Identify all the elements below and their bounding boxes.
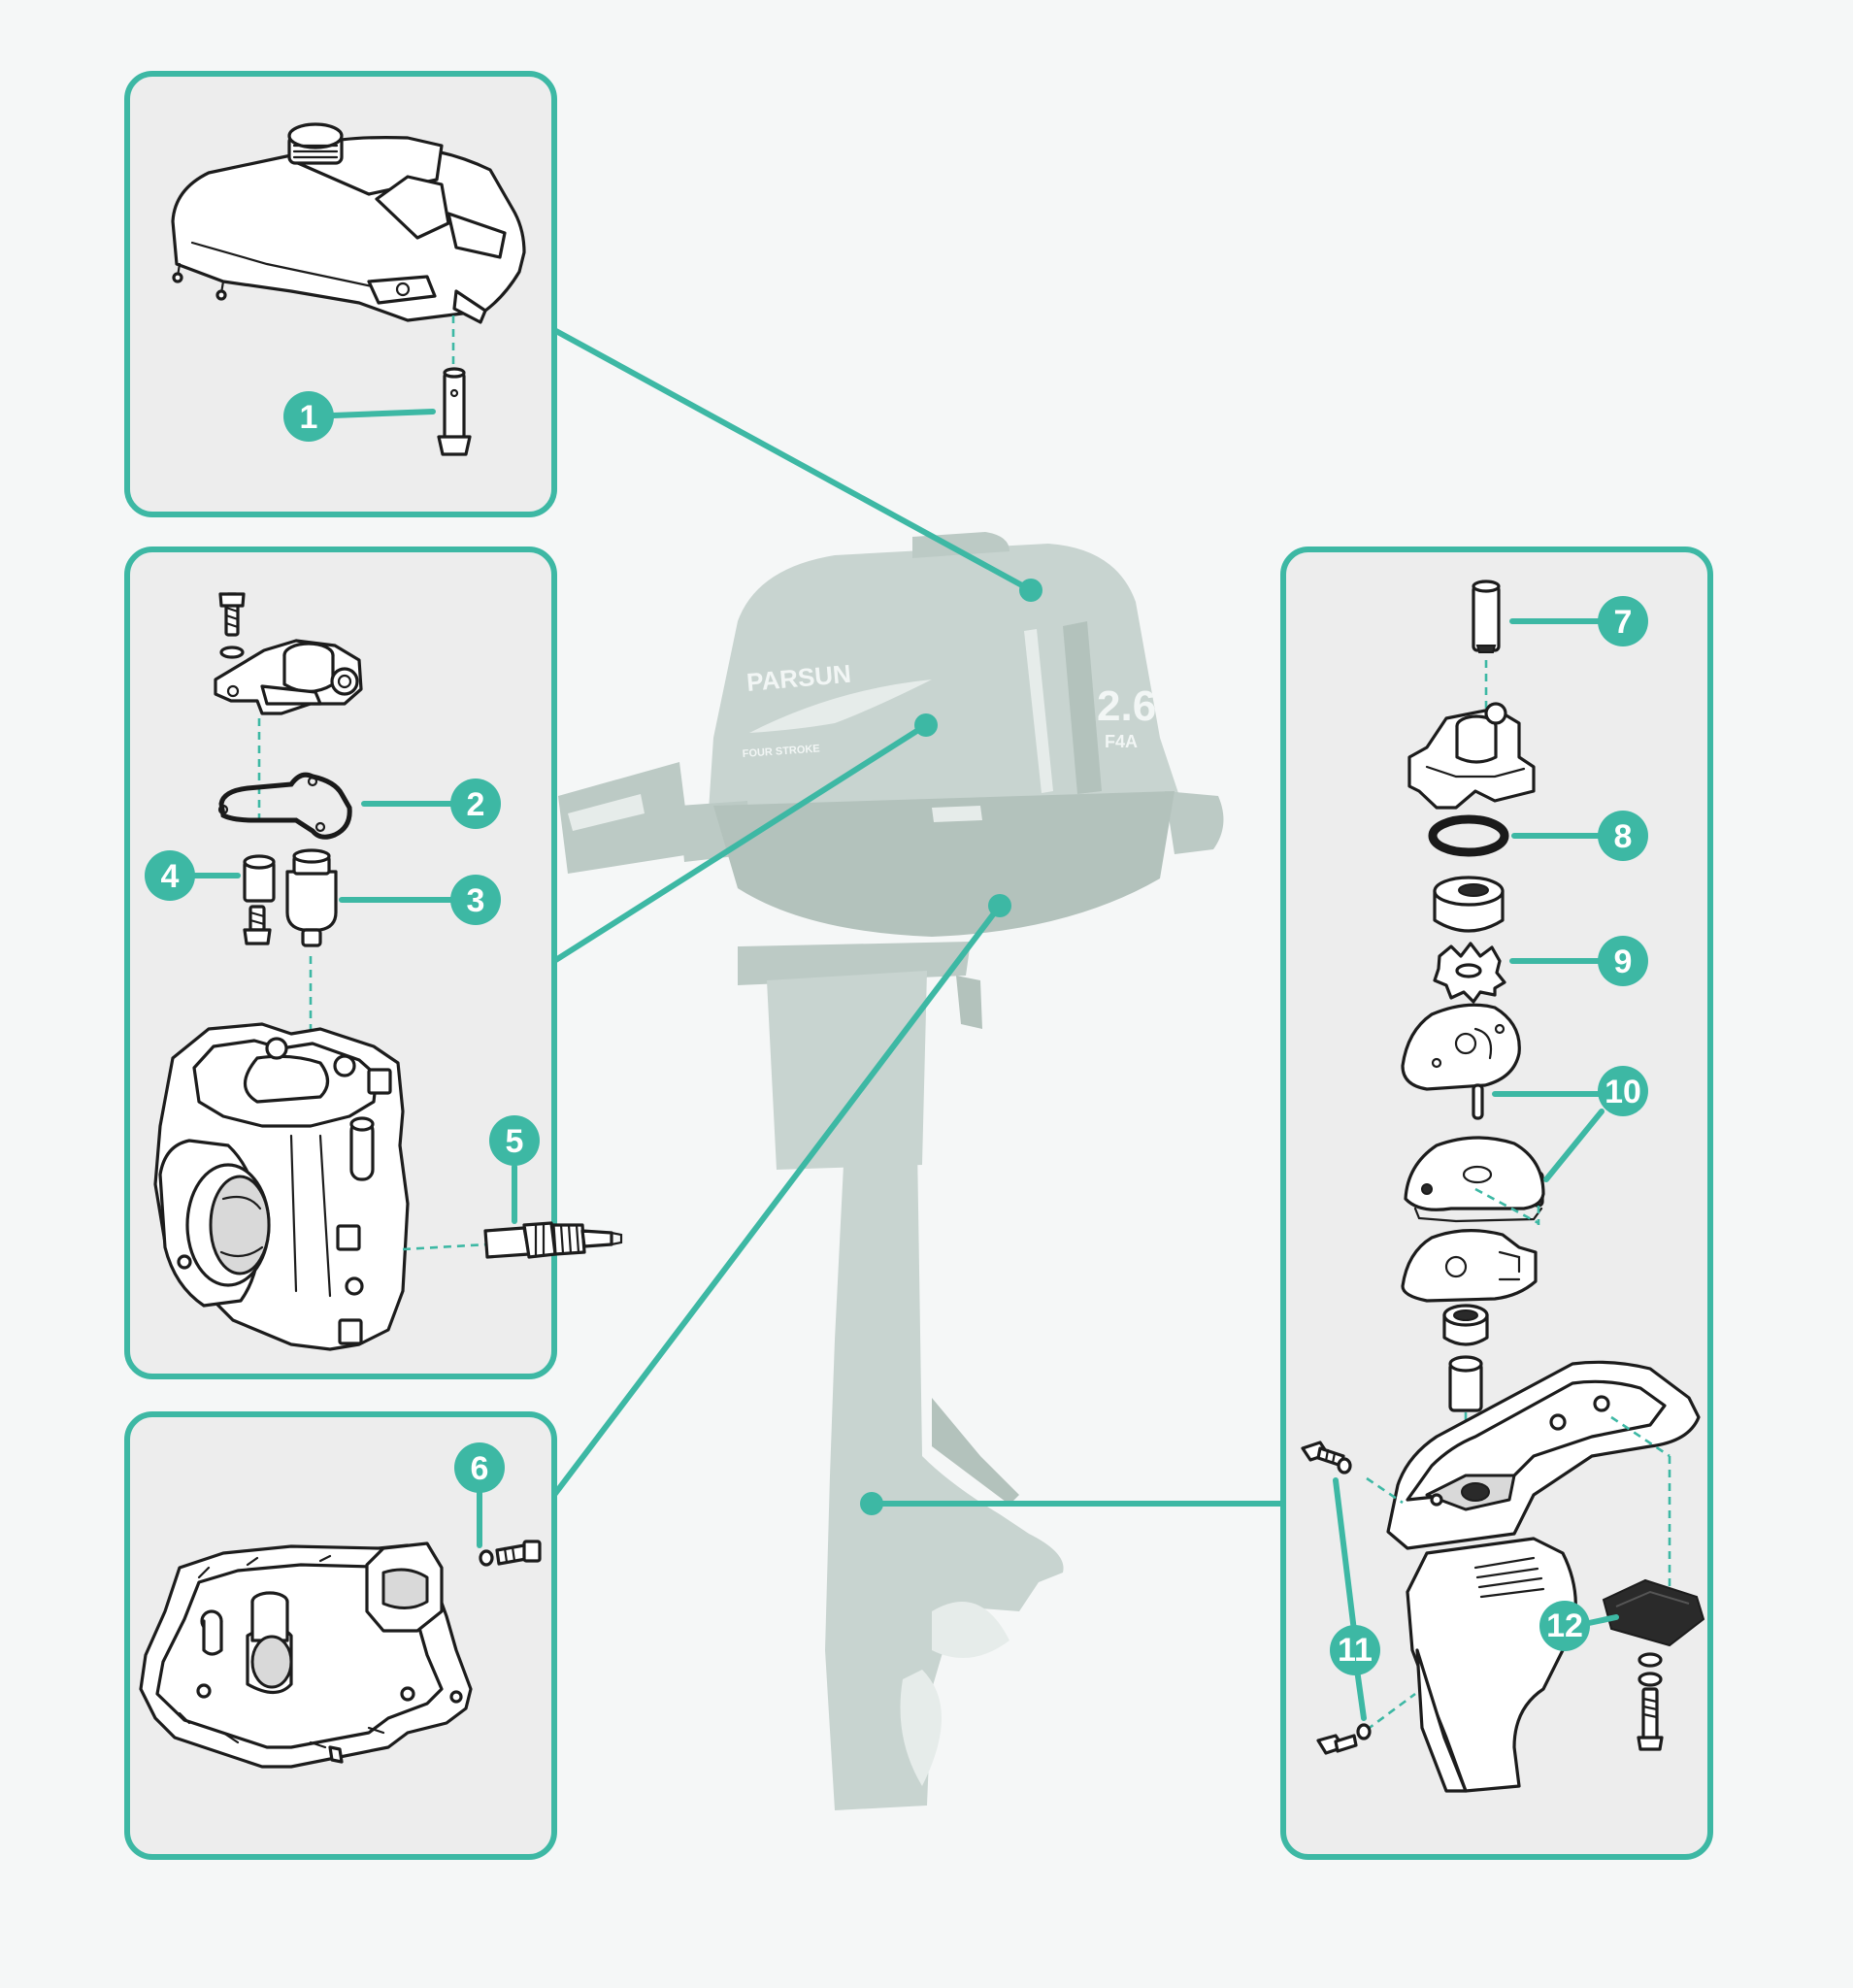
callout-label: 11 <box>1338 1632 1373 1669</box>
callout-5: 5 <box>489 1115 540 1166</box>
callout-label: 3 <box>467 882 485 919</box>
small-screw <box>243 905 272 945</box>
callout-label: 4 <box>161 858 180 895</box>
fuel-tank-drawing <box>171 122 526 324</box>
callout-label: 5 <box>506 1123 524 1160</box>
cowl-model-number: 2.6 <box>1097 682 1156 730</box>
callout-11: 11 <box>1330 1625 1380 1675</box>
panel-leader-lines <box>551 327 1286 1515</box>
cap-pin-part <box>437 367 472 456</box>
crankcase-drawing <box>139 1541 473 1769</box>
callout-label: 7 <box>1614 604 1633 641</box>
callout-3: 3 <box>450 875 501 925</box>
callout-10: 10 <box>1598 1066 1648 1116</box>
anode-washers-bolt <box>1637 1652 1664 1751</box>
lower-gasket-part <box>1401 1229 1538 1303</box>
stroke-label: FOUR STROKE <box>742 743 820 760</box>
o-ring-part <box>1428 814 1509 857</box>
upper-plate-part <box>1401 1003 1521 1091</box>
outboard-motor-silhouette: PARSUN FOUR STROKE 2.6 F4A <box>558 532 1224 1810</box>
callout-2: 2 <box>450 779 501 829</box>
callout-12: 12 <box>1539 1601 1590 1651</box>
washer-bolt-part <box>479 1540 542 1567</box>
spacer-part <box>243 854 276 903</box>
lower-unit-drawing <box>1386 1360 1701 1793</box>
callout-4: 4 <box>145 850 195 901</box>
callout-9: 9 <box>1598 936 1648 986</box>
spark-plug-part <box>483 1221 623 1259</box>
pump-base-plate <box>1404 1136 1545 1223</box>
callout-1: 1 <box>283 391 334 442</box>
anode-part <box>1602 1578 1705 1647</box>
bolt-washer-upper <box>1301 1441 1352 1474</box>
callout-label: 2 <box>467 786 485 823</box>
callout-label: 8 <box>1614 818 1633 855</box>
pump-housing-part <box>1407 702 1536 810</box>
float-valve-part <box>285 848 338 947</box>
bolt-washer-lower <box>1316 1723 1372 1755</box>
carb-body-drawing <box>153 1022 410 1351</box>
impeller-part <box>1433 942 1506 1004</box>
callout-label: 9 <box>1614 944 1633 980</box>
carb-top-cover <box>214 592 363 715</box>
callout-6: 6 <box>454 1442 505 1493</box>
callout-label: 6 <box>471 1450 489 1487</box>
callout-8: 8 <box>1598 811 1648 861</box>
cowl-model-sub: F4A <box>1105 732 1138 751</box>
callout-label: 1 <box>300 399 318 436</box>
carb-gasket <box>217 772 352 840</box>
bushing-part <box>1448 1355 1483 1412</box>
callout-label: 12 <box>1546 1607 1583 1644</box>
pump-shaft-part <box>1472 580 1501 653</box>
impeller-cup-part <box>1433 876 1505 933</box>
callout-7: 7 <box>1598 596 1648 646</box>
bearing-part <box>1442 1304 1489 1346</box>
callout-label: 10 <box>1605 1074 1641 1110</box>
